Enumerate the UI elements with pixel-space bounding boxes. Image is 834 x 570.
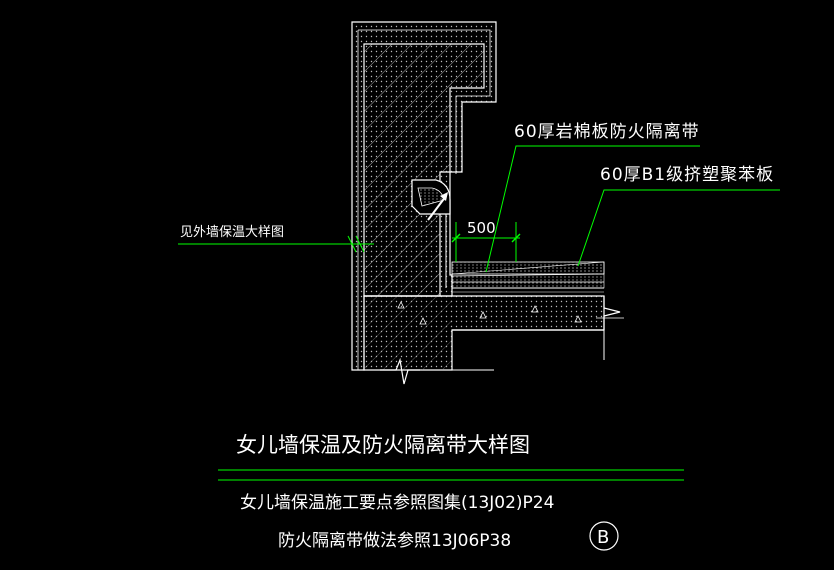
parapet-concrete [363,43,485,297]
parapet-wall [351,21,497,371]
detail-circle-letter: B [597,527,609,548]
detail-circle [589,521,619,551]
title-line-2: 防火隔离带做法参照13J06P38 [278,531,511,551]
xps-leader [577,189,780,267]
ext-wall-label: 见外墙保温大样图 [180,225,284,240]
xps-label: 60厚B1级挤塑聚苯板 [600,165,774,185]
break-symbol-bottom [380,357,420,385]
slab-core [364,296,452,370]
break-symbol-right [603,296,621,330]
dimension-500: 500 [451,219,521,262]
dim-text: 500 [467,219,496,237]
roof-layer-line-1 [451,273,605,277]
title-line-1: 女儿墙保温施工要点参照图集(13J02)P24 [240,493,554,513]
anchor-nail-head [440,192,448,201]
leaders: 60厚岩棉板防火隔离带 60厚B1级挤塑聚苯板 见外墙保温大样图 [178,122,780,273]
dim-tick-right [511,233,521,243]
title-block: 女儿墙保温及防火隔离带大样图 女儿墙保温施工要点参照图集(13J02)P24 防… [218,433,684,551]
title-main: 女儿墙保温及防火隔离带大样图 [236,433,530,457]
rock-wool-leader [485,145,700,273]
aggregate-symbols [397,301,582,325]
dim-tick-left [451,233,461,243]
rock-wool-label: 60厚岩棉板防火隔离带 [514,122,700,142]
roof-slab [363,295,624,385]
anchor-nail [427,195,447,221]
roof-layers [445,214,605,293]
ext-wall-tick-2 [355,235,365,253]
ext-wall-tick-1 [347,235,357,253]
parapet-finish-line [358,29,491,174]
